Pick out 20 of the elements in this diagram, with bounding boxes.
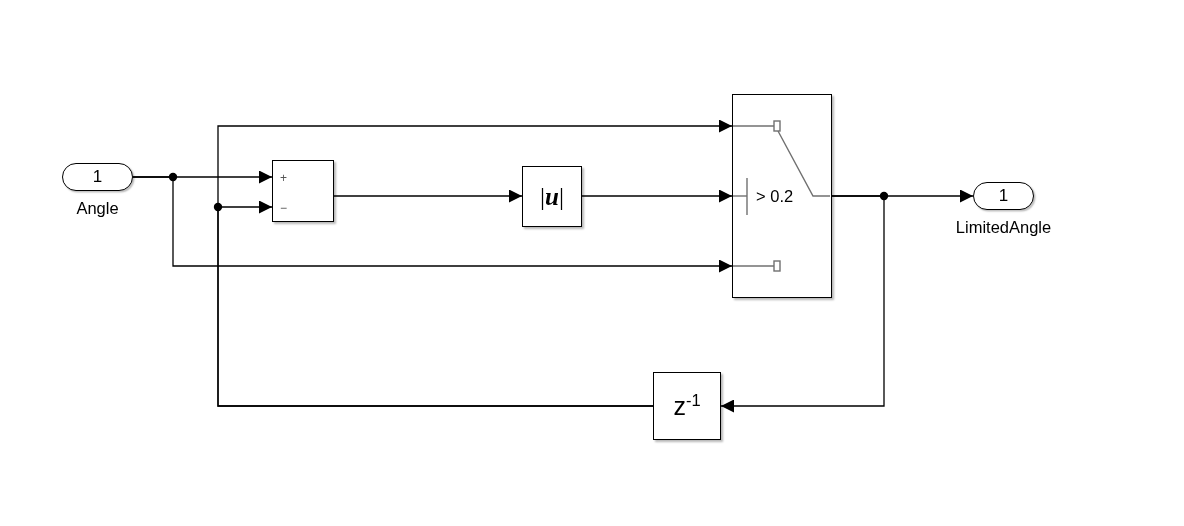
signal-line xyxy=(217,200,654,407)
port-number: 1 xyxy=(92,167,103,187)
signal-line xyxy=(720,195,885,413)
sum-block xyxy=(272,160,334,222)
abs-block xyxy=(522,166,582,227)
unit-delay-block xyxy=(653,372,721,440)
sign-label: − xyxy=(280,200,287,216)
signal-line xyxy=(333,189,523,203)
delay-label: z$^{-1}$ xyxy=(673,391,701,421)
signal-line xyxy=(132,176,733,273)
abs-label: |u| xyxy=(540,181,564,212)
signal-line xyxy=(581,189,733,203)
switch-block xyxy=(732,94,832,298)
outport-block xyxy=(973,182,1034,210)
inport-block xyxy=(62,163,133,191)
port-label: LimitedAngle xyxy=(955,217,1052,238)
port-number: 1 xyxy=(998,186,1009,206)
threshold-label: > 0.2 xyxy=(756,186,794,206)
sign-label: + xyxy=(280,170,287,186)
port-label: Angle xyxy=(76,198,119,219)
